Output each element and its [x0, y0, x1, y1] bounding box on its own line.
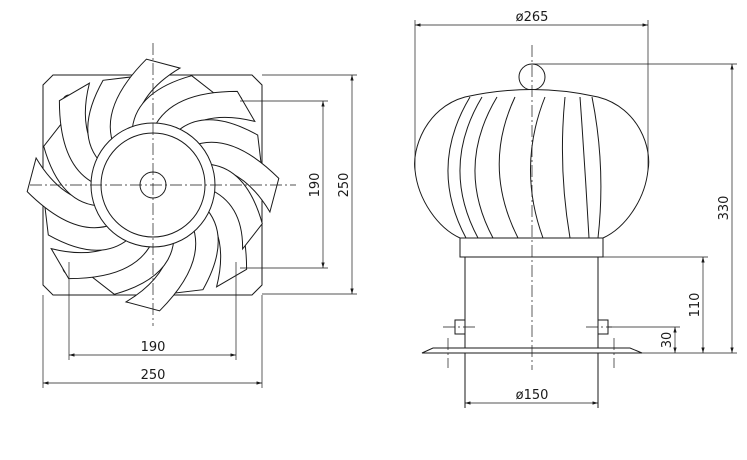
dome-rib	[498, 96, 519, 239]
dome-rib	[579, 96, 590, 239]
dim-label-330: 330	[717, 196, 732, 221]
dim-label-30: 30	[660, 332, 675, 349]
turbine-blades	[26, 58, 280, 312]
top-view: 190 250 190 250	[26, 43, 357, 388]
dome-rib	[591, 96, 602, 239]
dim-label-265: ø265	[516, 10, 549, 25]
dim-label-250-vertical: 250	[337, 173, 352, 198]
dome-ribs	[447, 96, 602, 239]
dome-rib	[530, 96, 546, 239]
dim-label-190-horizontal: 190	[141, 340, 166, 355]
dim-label-150: ø150	[516, 388, 549, 403]
dim-label-110: 110	[688, 293, 703, 318]
dome-rib	[561, 96, 571, 239]
side-view: ø265 330 110 30 ø150	[414, 10, 737, 408]
dim-label-190-vertical: 190	[308, 173, 323, 198]
dome-rib	[459, 96, 483, 239]
dim-label-250-horizontal: 250	[141, 368, 166, 383]
dome-rib	[447, 96, 471, 239]
collar	[459, 237, 604, 258]
dome-rib	[474, 96, 498, 239]
